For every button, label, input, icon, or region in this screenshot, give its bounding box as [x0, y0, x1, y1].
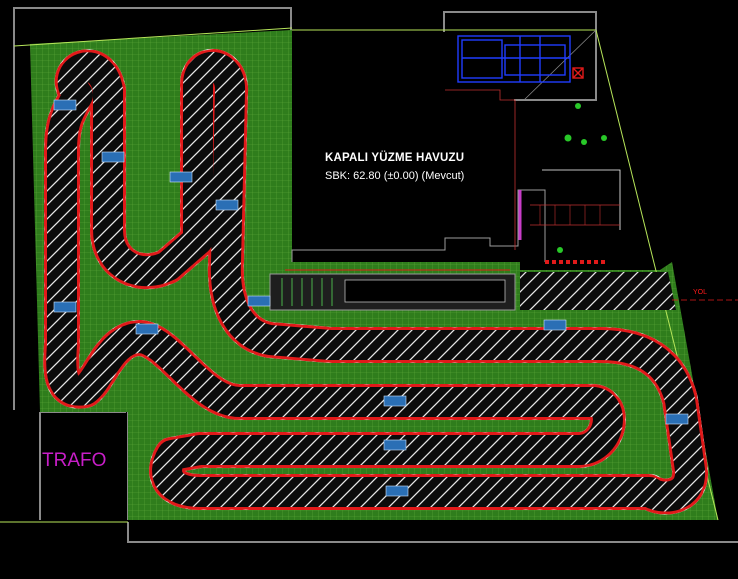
pool-elevation-label: SBK: 62.80 (±0.00) (Mevcut)	[325, 170, 465, 182]
karting-track	[43, 49, 708, 515]
pool-building	[291, 29, 621, 262]
trees	[557, 103, 607, 253]
track-signs	[53, 99, 689, 497]
transformer-label: TRAFO	[42, 450, 107, 471]
pool-title: KAPALI YÜZME HAVUZU	[325, 152, 465, 164]
road-label: YOL	[693, 289, 708, 296]
pit-lane	[520, 260, 676, 310]
grandstand	[269, 269, 516, 311]
blue-structure	[457, 35, 584, 83]
